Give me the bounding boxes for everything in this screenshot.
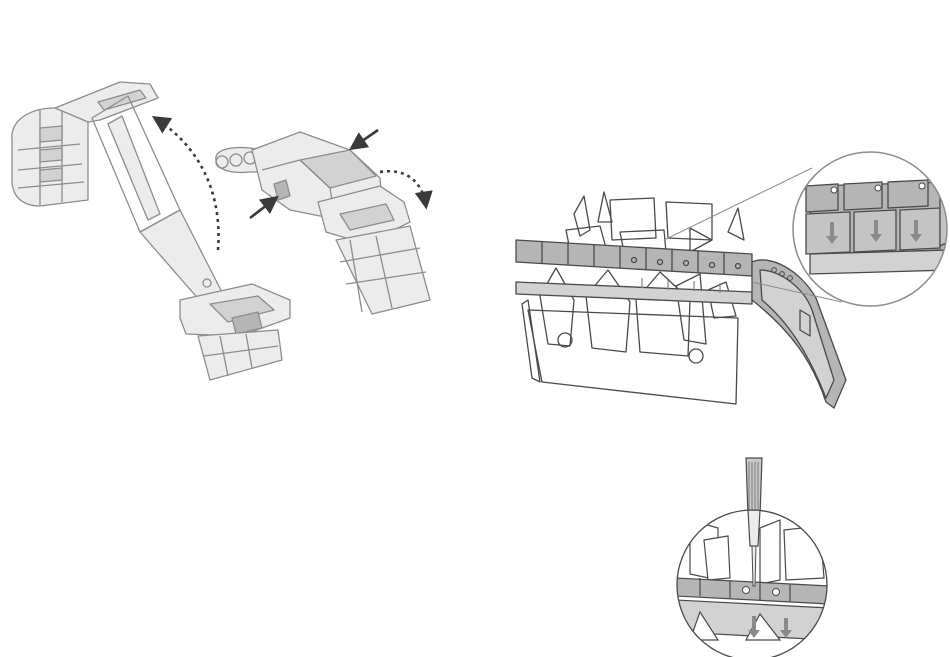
clasp-opening-panel [12, 82, 430, 380]
zoom-detail-circle [793, 152, 950, 312]
press-arrow-top-icon [352, 130, 378, 148]
bracelet-in-holder [516, 240, 752, 304]
open-clasp [55, 82, 290, 380]
callout-line-top [664, 168, 812, 240]
pin-removal-panel [676, 458, 830, 657]
link-holder-panel [516, 152, 950, 408]
press-arrow-bottom-icon [250, 198, 276, 218]
pin-pusher-tool [746, 458, 762, 516]
